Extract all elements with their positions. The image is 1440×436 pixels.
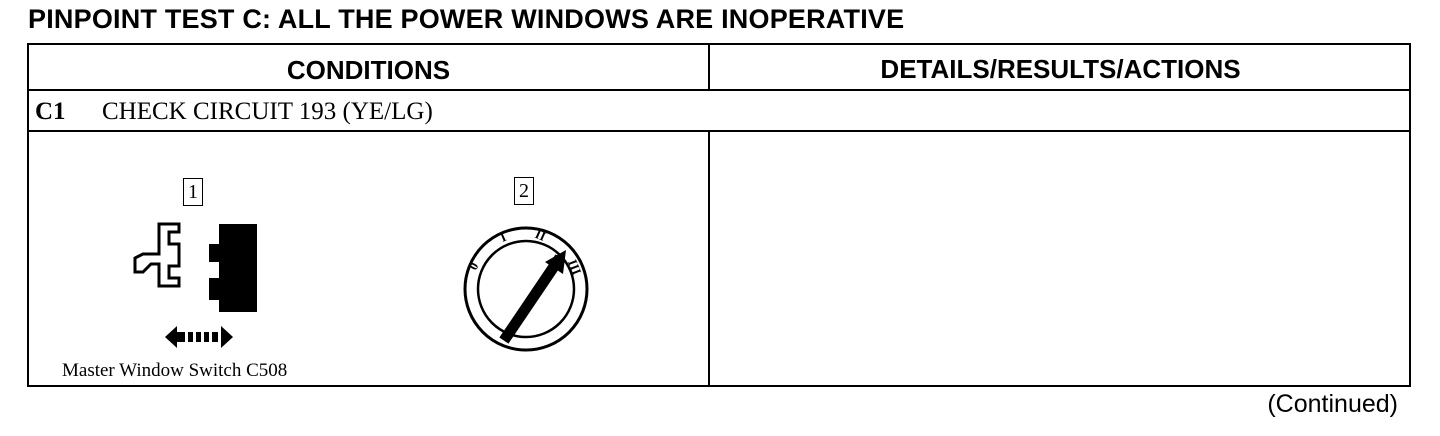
step-body-row: 1 2 0	[29, 132, 1409, 385]
step-row: C1 CHECK CIRCUIT 193 (YE/LG)	[29, 91, 1409, 132]
figure-caption: Master Window Switch C508	[62, 360, 288, 381]
step-id: C1	[35, 98, 66, 125]
ignition-position-3: III	[565, 257, 585, 277]
continued-note: (Continued)	[1267, 390, 1398, 418]
details-results-actions-cell	[708, 132, 1409, 385]
conditions-cell: 1 2 0	[29, 132, 708, 385]
details-results-actions-header: DETAILS/RESULTS/ACTIONS	[708, 45, 1411, 89]
callout-1: 1	[183, 178, 203, 206]
pinpoint-test-table: CONDITIONS DETAILS/RESULTS/ACTIONS C1 CH…	[27, 43, 1411, 387]
step-title: CHECK CIRCUIT 193 (YE/LG)	[102, 98, 433, 125]
table-header-row: CONDITIONS DETAILS/RESULTS/ACTIONS	[29, 45, 1409, 91]
ignition-position-1: I	[498, 229, 509, 245]
ignition-switch-icon: 0 I II III	[463, 226, 589, 352]
callout-2: 2	[514, 177, 534, 205]
conditions-header: CONDITIONS	[286, 55, 451, 85]
page-title: PINPOINT TEST C: ALL THE POWER WINDOWS A…	[28, 4, 905, 34]
disconnect-connector-icon	[133, 222, 257, 348]
